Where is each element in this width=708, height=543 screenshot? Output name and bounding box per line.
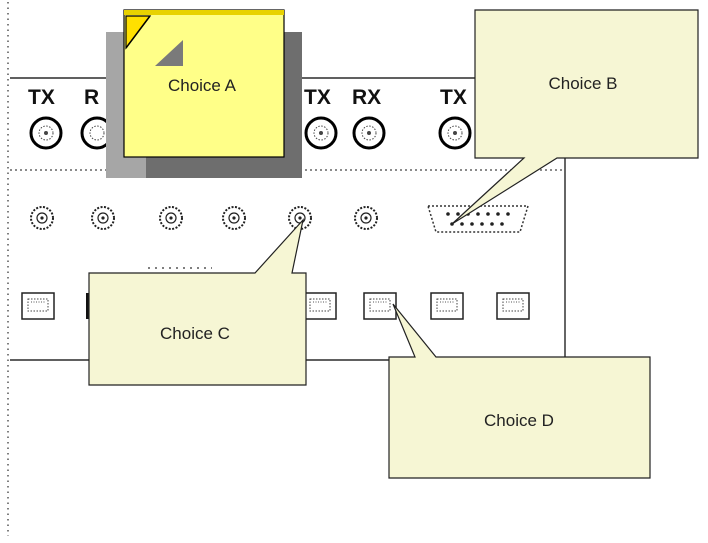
callout-c-label: Choice C (160, 324, 230, 343)
callout-choice-a[interactable]: Choice A (106, 9, 302, 178)
bnc-connector[interactable] (352, 116, 386, 150)
callout-b-box (451, 9, 699, 225)
callout-d-box (388, 303, 651, 479)
bnc-connector[interactable] (438, 116, 472, 150)
coax-connector[interactable] (222, 206, 246, 230)
callout-a-fold-line (125, 15, 151, 49)
callout-a-label: Choice A (168, 76, 237, 95)
callout-choice-c[interactable]: Choice C (88, 217, 307, 386)
coax-connector[interactable] (288, 206, 312, 230)
port-label-tx-1: TX (28, 86, 55, 109)
coax-connector[interactable] (30, 206, 54, 230)
coax-connector[interactable] (354, 206, 378, 230)
bnc-connector[interactable] (304, 116, 338, 150)
callout-choice-d[interactable]: Choice D (388, 303, 651, 479)
coax-connector[interactable] (159, 206, 183, 230)
callout-b-label: Choice B (549, 74, 618, 93)
callout-a-fold-shadow (155, 40, 183, 66)
bnc-connector[interactable] (29, 116, 63, 150)
port-label-tx-3: TX (440, 86, 467, 109)
port-label-rx-2: RX (352, 86, 381, 109)
callout-a-top-bar (124, 10, 284, 15)
rj-jack[interactable] (303, 292, 337, 320)
coax-connector[interactable] (91, 206, 115, 230)
rj-jack[interactable] (363, 292, 397, 320)
db15-serial-connector[interactable] (426, 205, 530, 233)
port-label-tx-2: TX (304, 86, 331, 109)
callout-d-label: Choice D (484, 411, 554, 430)
callout-c-box (88, 217, 307, 386)
rj-jack[interactable] (496, 292, 530, 320)
port-label-rx-partial: R (84, 86, 99, 109)
rj-jack[interactable] (21, 292, 55, 320)
callout-choice-b[interactable]: Choice B (451, 9, 699, 225)
callout-a-box (123, 9, 285, 158)
rj-jack[interactable] (430, 292, 464, 320)
